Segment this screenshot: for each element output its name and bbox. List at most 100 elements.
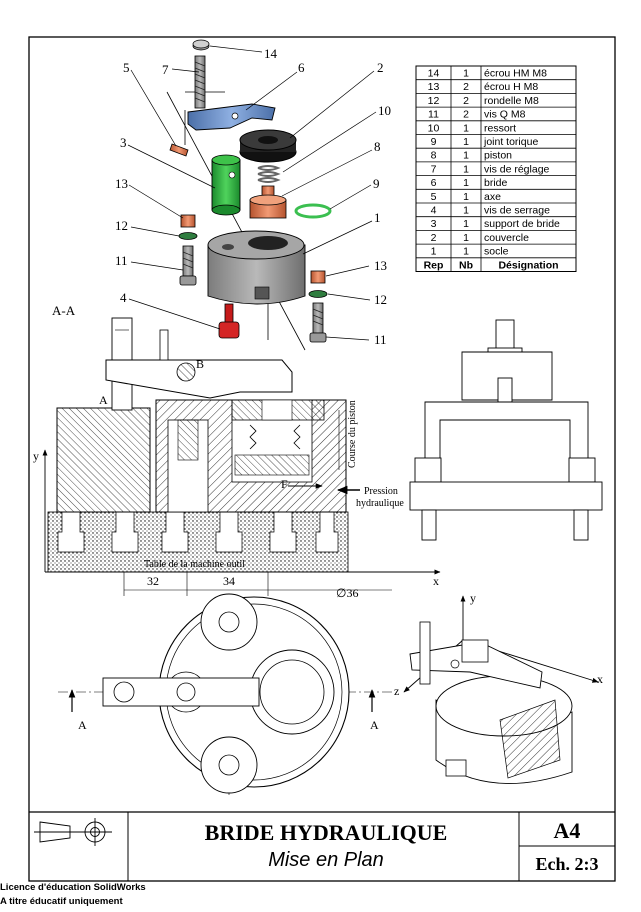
bom-header-0: Rep (424, 259, 444, 271)
section-label: A-A (52, 303, 76, 318)
section-x-axis: x (433, 574, 439, 588)
part-14-nut (192, 39, 210, 51)
exploded-view: 14 7 5 6 2 10 3 8 13 9 1 12 11 13 12 4 1… (115, 39, 391, 351)
iso-x-axis: x (597, 672, 603, 686)
bom-cell-designation: ressort (484, 122, 516, 134)
iso-y-axis: y (470, 591, 476, 605)
part-11-screw-right (309, 302, 327, 343)
dim-32: 32 (147, 574, 159, 588)
callout-12-left: 12 (115, 218, 128, 233)
part-13-nut-left (180, 214, 196, 228)
bom-cell-rep: 12 (428, 95, 440, 107)
bom-cell-nb: 1 (463, 218, 469, 230)
callout-2: 2 (377, 60, 384, 75)
dim-36: ∅36 (336, 586, 358, 600)
dim-34: 34 (223, 574, 235, 588)
drawing-subtitle: Mise en Plan (268, 849, 384, 871)
iso-view: y x z (394, 591, 603, 784)
point-b-label: B (196, 357, 204, 371)
part-12-washer-right (308, 290, 328, 298)
callout-6: 6 (298, 60, 305, 75)
bom-cell-nb: 1 (463, 232, 469, 244)
callout-3: 3 (120, 135, 127, 150)
part-7-screw (194, 55, 206, 109)
bom-cell-rep: 6 (431, 177, 437, 189)
iso-z-axis: z (394, 684, 399, 698)
bom-cell-rep: 1 (431, 246, 437, 258)
title-block: BRIDE HYDRAULIQUE Mise en Plan A4 Ech. 2… (29, 811, 615, 881)
bom-cell-nb: 1 (463, 246, 469, 258)
part-12-washer-left (178, 232, 198, 240)
point-f-label: F (281, 477, 288, 491)
bom-cell-nb: 2 (463, 109, 469, 121)
bom-cell-rep: 10 (428, 122, 440, 134)
part-4-screw (218, 303, 240, 339)
bom-cell-nb: 1 (463, 163, 469, 175)
bom-cell-rep: 11 (428, 109, 439, 121)
plan-view: A A (58, 593, 392, 795)
part-2-cover (239, 129, 297, 163)
workpiece (56, 407, 151, 513)
bom-header-2: Désignation (498, 259, 558, 271)
bom-cell-rep: 14 (428, 68, 440, 80)
bom-cell-rep: 2 (431, 232, 437, 244)
section-view-aa: A-A Table de la machine outil (33, 303, 441, 600)
bom-cell-designation: écrou H M8 (484, 81, 538, 93)
point-a-label: A (99, 393, 108, 407)
bom-cell-designation: écrou HM M8 (484, 68, 547, 80)
callout-12-right: 12 (374, 292, 387, 307)
side-view (409, 319, 603, 541)
callout-7: 7 (162, 62, 169, 77)
drawing-frame (28, 36, 616, 882)
bom-cell-designation: rondelle M8 (484, 95, 539, 107)
cut-a-left: A (78, 718, 87, 732)
part-13-nut-right (310, 270, 326, 284)
part-11-screw-left (179, 245, 197, 286)
bom-cell-rep: 5 (431, 191, 437, 203)
bom-cell-nb: 1 (463, 136, 469, 148)
bom-cell-designation: vis de serrage (484, 205, 550, 217)
bom-cell-designation: vis Q M8 (484, 109, 526, 121)
bom-cell-designation: bride (484, 177, 508, 189)
callout-10: 10 (378, 103, 391, 118)
callout-5: 5 (123, 60, 130, 75)
bom-cell-rep: 3 (431, 218, 437, 230)
part-1-base (207, 230, 306, 305)
bom-cell-designation: axe (484, 191, 501, 203)
projection-symbol-icon (34, 818, 112, 846)
pressure-label-2: hydraulique (356, 498, 404, 509)
bom-cell-rep: 13 (428, 81, 440, 93)
bom-cell-designation: couvercle (484, 232, 529, 244)
part-10-spring (257, 165, 281, 183)
drawing-title: BRIDE HYDRAULIQUE (205, 820, 448, 845)
part-9-oring (294, 203, 332, 219)
bom-cell-rep: 8 (431, 150, 437, 162)
callout-11-left: 11 (115, 253, 128, 268)
part-8-piston (249, 185, 287, 219)
paper-format: A4 (554, 818, 581, 843)
table-label: Table de la machine outil (144, 559, 245, 570)
bom-cell-nb: 1 (463, 191, 469, 203)
bom-cell-nb: 1 (463, 205, 469, 217)
machine-table (47, 511, 349, 573)
bom-cell-designation: socle (484, 246, 509, 258)
callout-13-right: 13 (374, 258, 387, 273)
bom-cell-rep: 9 (431, 136, 437, 148)
part-5-pin (169, 143, 189, 157)
bom-cell-nb: 1 (463, 68, 469, 80)
bom-cell-nb: 2 (463, 81, 469, 93)
bom-cell-nb: 1 (463, 122, 469, 134)
bom-cell-nb: 2 (463, 95, 469, 107)
part-6-clamp (187, 103, 276, 131)
bom-cell-rep: 4 (431, 205, 437, 217)
callout-13-left: 13 (115, 176, 128, 191)
cut-a-right: A (370, 718, 379, 732)
bom-cell-nb: 1 (463, 150, 469, 162)
callout-4: 4 (120, 290, 127, 305)
bom-header-1: Nb (459, 259, 473, 271)
pressure-label-1: Pression (364, 486, 398, 497)
callout-8: 8 (374, 139, 381, 154)
callout-11-right: 11 (374, 332, 387, 347)
